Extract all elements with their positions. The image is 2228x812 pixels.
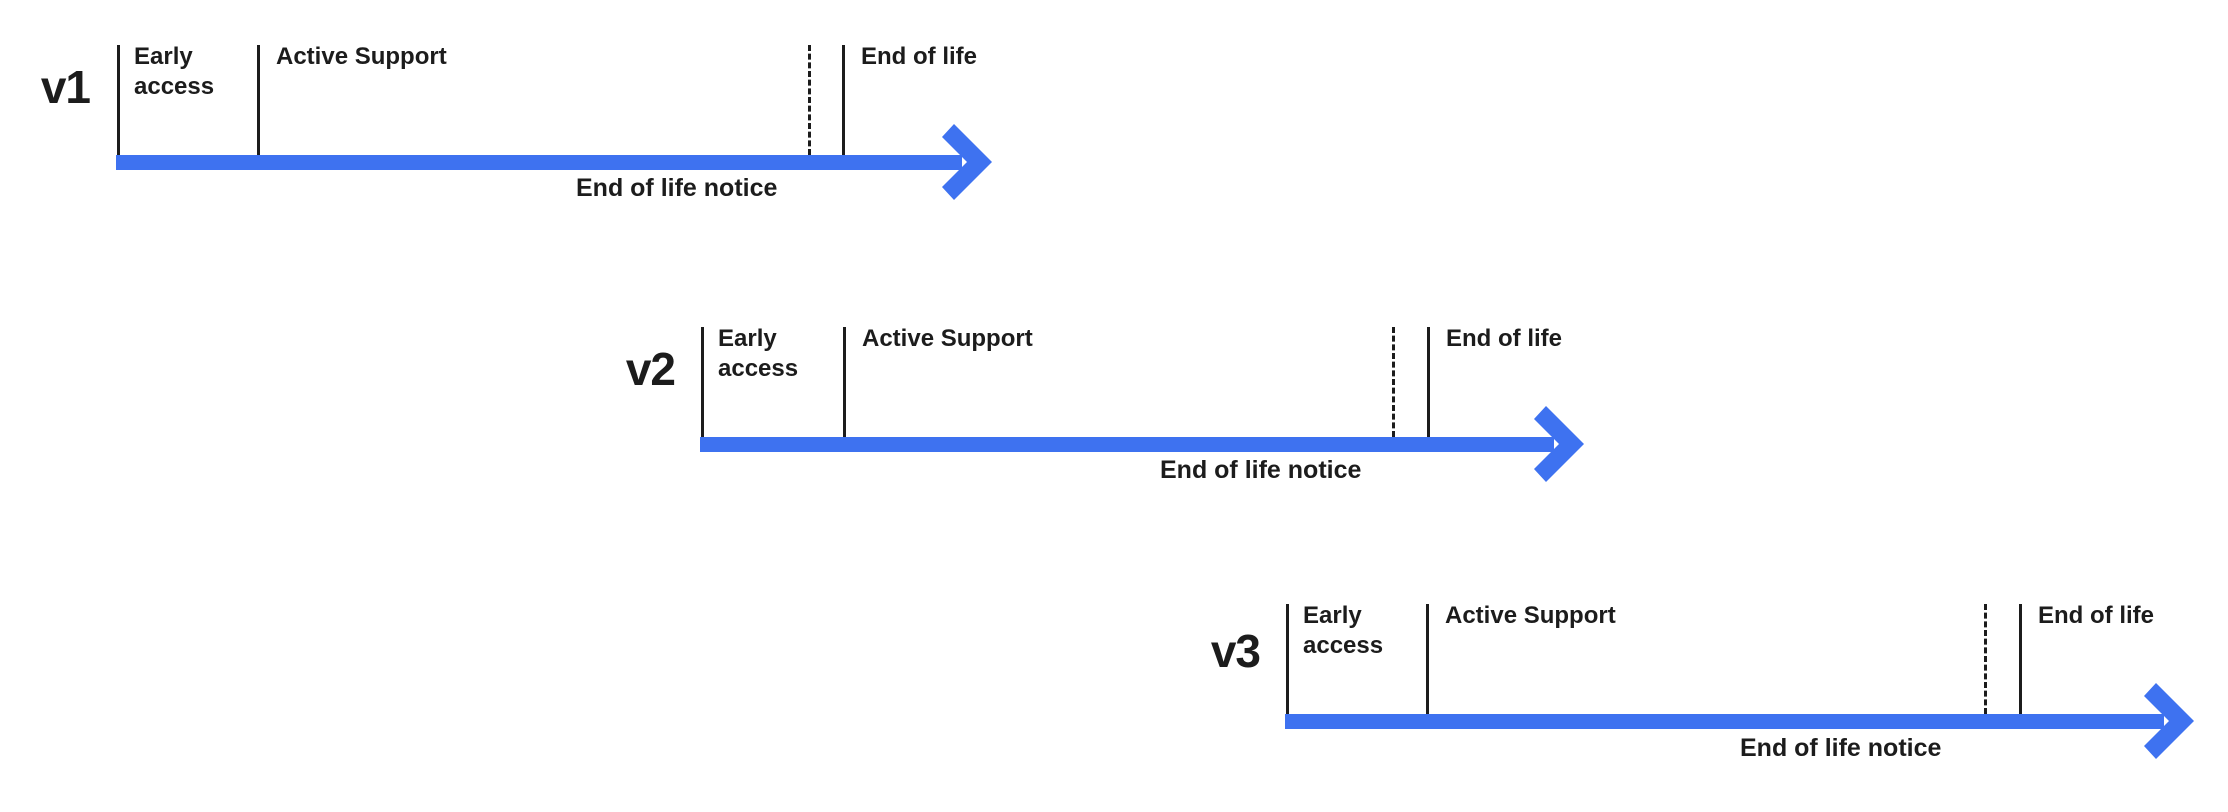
arrow-chevron-icon	[2144, 683, 2194, 759]
timeline-axis-bar-v1	[116, 155, 962, 170]
end-of-life-notice-label-v2: End of life notice	[1160, 456, 1362, 484]
phase-label-v2-3: End of life	[1446, 325, 1562, 352]
phase-tick-solid-v2-0	[701, 327, 704, 437]
phase-label-v1-0: Early access	[134, 43, 215, 100]
phase-tick-dashed-v1-2	[808, 45, 811, 155]
phase-tick-solid-v3-3	[2019, 604, 2022, 714]
phase-label-v2-0: Early access	[718, 325, 799, 382]
phase-tick-solid-v1-3	[842, 45, 845, 155]
phase-tick-dashed-v2-2	[1392, 327, 1395, 437]
phase-tick-dashed-v3-2	[1984, 604, 1987, 714]
phase-tick-solid-v3-1	[1426, 604, 1429, 714]
version-label-v2: v2	[625, 343, 676, 395]
phase-label-v1-3: End of life	[861, 43, 977, 70]
arrow-chevron-icon	[942, 124, 992, 200]
phase-tick-solid-v2-3	[1427, 327, 1430, 437]
phase-tick-solid-v1-0	[117, 45, 120, 155]
timeline-arrow-head-v1	[942, 124, 992, 200]
phase-label-v1-1: Active Support	[276, 43, 447, 70]
end-of-life-notice-label-v3: End of life notice	[1740, 734, 1942, 762]
phase-tick-solid-v1-1	[257, 45, 260, 155]
phase-label-v3-3: End of life	[2038, 602, 2154, 629]
timeline-arrow-head-v3	[2144, 683, 2194, 759]
timeline-axis-bar-v2	[700, 437, 1554, 452]
arrow-chevron-icon	[1534, 406, 1584, 482]
timeline-arrow-head-v2	[1534, 406, 1584, 482]
phase-label-v3-1: Active Support	[1445, 602, 1616, 629]
timeline-axis-bar-v3	[1285, 714, 2164, 729]
phase-tick-solid-v3-0	[1286, 604, 1289, 714]
phase-label-v2-1: Active Support	[862, 325, 1033, 352]
version-label-v1: v1	[40, 61, 91, 113]
phase-label-v3-0: Early access	[1303, 602, 1384, 659]
phase-tick-solid-v2-1	[843, 327, 846, 437]
end-of-life-notice-label-v1: End of life notice	[576, 174, 778, 202]
version-label-v3: v3	[1210, 625, 1261, 677]
